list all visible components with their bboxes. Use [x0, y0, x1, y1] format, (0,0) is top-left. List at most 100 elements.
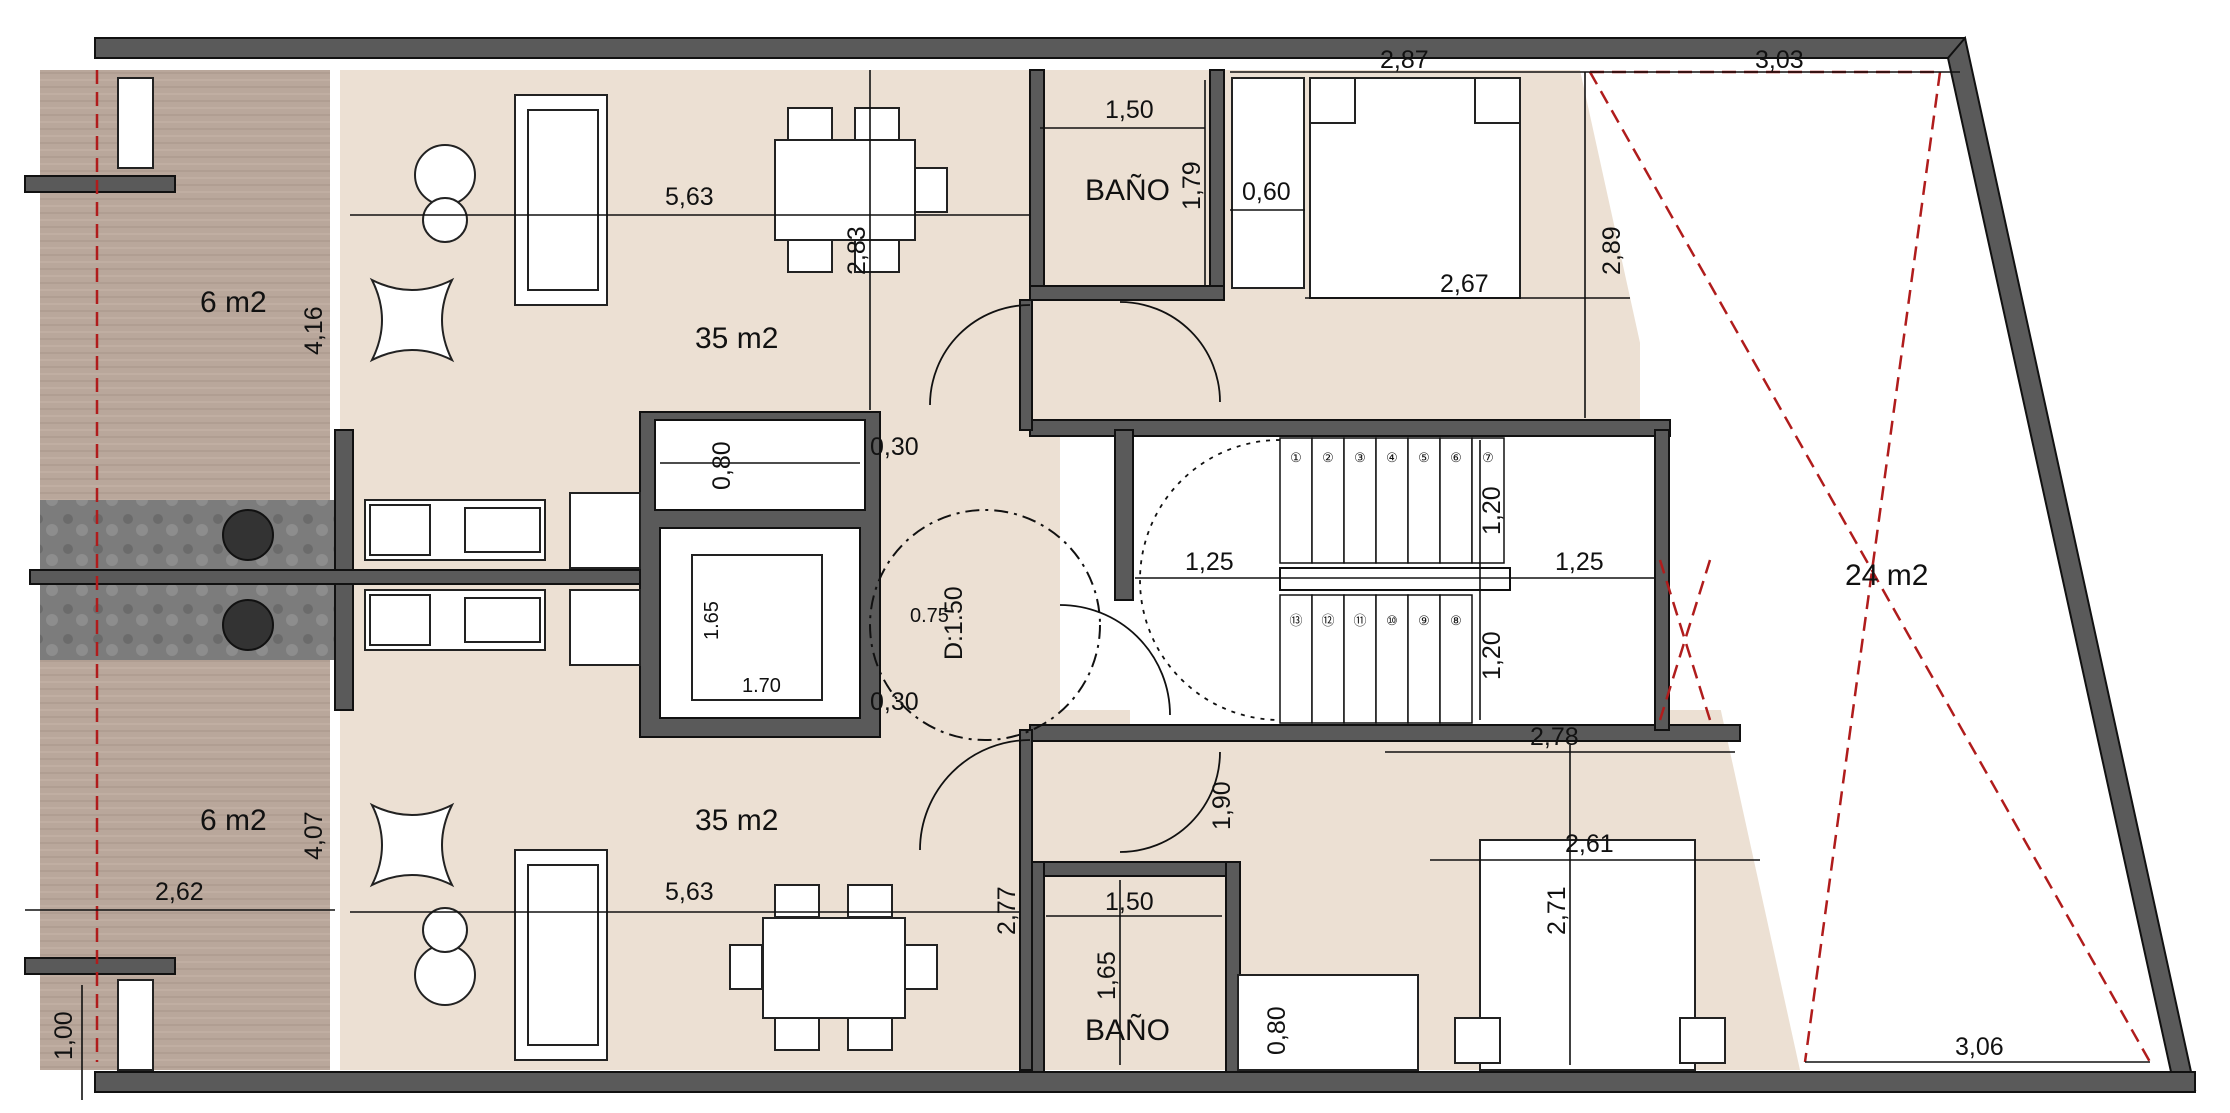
- dim-elev-1-70: 1.70: [742, 675, 781, 697]
- stair-step-number: ⑧: [1450, 613, 1462, 628]
- dining-table-top: [774, 139, 916, 241]
- chair-top-5: [914, 167, 948, 213]
- dim-stair-1-25-right: 1,25: [1555, 548, 1604, 576]
- stair-tread: [1439, 594, 1473, 724]
- area-balcony-bottom: 6 m2: [200, 804, 267, 837]
- wall-hall-left: [1019, 299, 1033, 431]
- stair-step-number: ②: [1322, 450, 1334, 465]
- dim-bed-bottom-2-61: 2,61: [1565, 830, 1614, 858]
- chair-bottom-4: [847, 1017, 893, 1051]
- dim-elev-1-65: 1.65: [701, 601, 723, 640]
- door-bed-top: [1119, 301, 1221, 403]
- stair-tread: [1343, 437, 1377, 564]
- stair-tread: [1311, 594, 1345, 724]
- dim-stair-1-20-top: 1,20: [1478, 486, 1506, 535]
- dim-bed-top-w: 2,67: [1440, 270, 1489, 298]
- bed-bottom-pillow-1: [1454, 1017, 1501, 1064]
- stair-step-number: ⑬: [1289, 613, 1302, 628]
- stair-step-number: ⑩: [1386, 613, 1398, 628]
- kitchen-bottom-stove: [369, 594, 431, 646]
- hall-floor: [870, 420, 1060, 740]
- chair-top-1: [787, 107, 833, 141]
- armchair-top: [414, 144, 476, 206]
- stair-handrail: [1279, 567, 1511, 591]
- labels: 6 m2 6 m2 35 m2 35 m2 24 m2 BAÑO BAÑO 2,…: [50, 46, 2004, 1061]
- sofa-bottom-inner: [527, 864, 599, 1046]
- kitchen-top-sink: [464, 507, 541, 553]
- dim-top-3-03: 3,03: [1755, 46, 1804, 74]
- stair-tread: [1407, 594, 1441, 724]
- dim-living-bottom-w: 5,63: [665, 878, 714, 906]
- fridge-bottom: [569, 589, 641, 666]
- chair-bottom-6: [904, 944, 938, 990]
- room-bath-top: BAÑO: [1085, 173, 1170, 207]
- area-terrace: 24 m2: [1845, 559, 1928, 592]
- dim-bath-bottom-w: 1,50: [1105, 888, 1154, 916]
- dim-bed-bottom-2-71: 2,71: [1543, 886, 1571, 935]
- fridge-top: [569, 492, 641, 569]
- wall-stair-left: [1114, 429, 1134, 601]
- wall-stair-right: [1654, 429, 1670, 731]
- chair-top-4: [854, 239, 900, 273]
- dim-balcony-bottom-w: 2,62: [155, 878, 204, 906]
- dim-closet-0-60: 0,60: [1242, 178, 1291, 206]
- bed-bottom: [1479, 839, 1696, 1071]
- area-living-top: 35 m2: [695, 322, 778, 355]
- door-hall-top: [929, 304, 1031, 406]
- stair-tread: [1471, 437, 1505, 564]
- dim-balcony-bottom-h: 4,07: [300, 811, 328, 860]
- dim-stair-1-20-bottom: 1,20: [1478, 631, 1506, 680]
- armchair-bottom-2: [422, 907, 468, 953]
- chair-bottom-5: [729, 944, 763, 990]
- wall-bath-top-right: [1209, 69, 1225, 301]
- walls: [24, 35, 2197, 1093]
- bed-top-pillow-1: [1309, 77, 1356, 124]
- closet-bottom: [1237, 974, 1419, 1071]
- outer-wall-bottom: [94, 1071, 2196, 1093]
- wall-bath-bottom-right: [1225, 861, 1241, 1073]
- wall-stair-bottom: [1029, 724, 1741, 742]
- balcony-bottom-floor: [40, 660, 330, 1070]
- stair-step-number: ⑫: [1321, 613, 1334, 628]
- wall-balcony-bottom-left: [24, 957, 176, 975]
- elevator-cabin: [691, 554, 823, 701]
- balcony-planter-bottom: [117, 979, 154, 1071]
- stair-tread: [1375, 594, 1409, 724]
- side-table-top: [369, 277, 455, 363]
- dining-table-bottom: [762, 917, 906, 1019]
- stair-step-number: ⑦: [1482, 450, 1494, 465]
- stair-tread: [1439, 437, 1473, 564]
- armchair-bottom: [414, 944, 476, 1006]
- water-heater-bottom: [222, 599, 274, 651]
- room-bath-bottom: BAÑO: [1085, 1013, 1170, 1047]
- dim-kitchen-top-0-80: 0,80: [708, 441, 736, 490]
- stair-step-number: ④: [1386, 450, 1398, 465]
- closet-top: [1231, 77, 1305, 289]
- dim-hall-0-75: 0.75: [910, 605, 949, 627]
- dim-shaft-bottom-0-30: 0,30: [870, 688, 919, 716]
- wall-bath-top-bottom: [1029, 285, 1225, 301]
- dim-bath-bottom-h: 1,65: [1093, 951, 1121, 1000]
- dim-top-2-87: 2,87: [1380, 46, 1429, 74]
- dim-stair-1-25-left: 1,25: [1185, 548, 1234, 576]
- stair-tread: [1311, 437, 1345, 564]
- stair-tread: [1279, 437, 1313, 564]
- chair-bottom-3: [774, 1017, 820, 1051]
- dim-shaft-top-0-30: 0,30: [870, 433, 919, 461]
- stair-tread: [1375, 437, 1409, 564]
- stair-step-number: ③: [1354, 450, 1366, 465]
- dim-bath-top-h: 1,79: [1178, 161, 1206, 210]
- dim-terrace-3-06: 3,06: [1955, 1033, 2004, 1061]
- hall-turning-circle: [869, 509, 1101, 741]
- dim-hall-bottom-1-90: 1,90: [1208, 781, 1236, 830]
- balcony-top-floor: [40, 70, 330, 500]
- kitchen-top-stove: [369, 504, 431, 556]
- stair-step-number: ⑨: [1418, 613, 1430, 628]
- bed-top-pillow-2: [1474, 77, 1521, 124]
- area-living-bottom: 35 m2: [695, 804, 778, 837]
- dim-living-top-h: 2,83: [843, 226, 871, 275]
- door-bed-bottom: [1119, 751, 1221, 853]
- dim-bath-top-w: 1,50: [1105, 96, 1154, 124]
- dim-bed-top-h: 2,89: [1598, 226, 1626, 275]
- wall-hall-left-bottom: [1019, 729, 1033, 1071]
